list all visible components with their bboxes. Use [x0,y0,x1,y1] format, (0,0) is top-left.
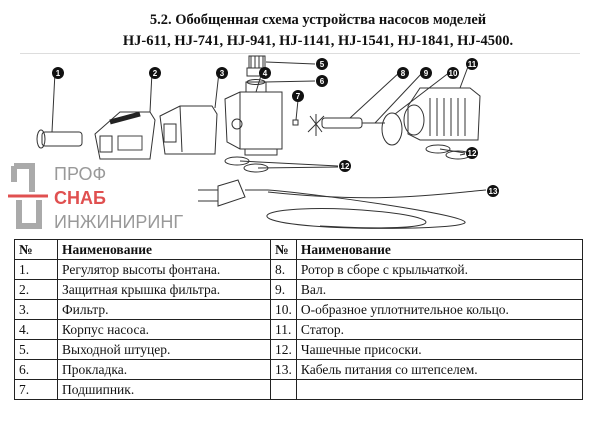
part-o-ring [381,112,403,146]
part-bearing [292,119,299,126]
cell-name: Регулятор высоты фонтана. [57,259,271,280]
cell-num: 3. [14,299,58,320]
cell-name: Корпус насоса. [57,319,271,340]
cell-num: 5. [14,339,58,360]
cell-num: 7. [14,379,58,400]
table-row: 1.Регулятор высоты фонтана.8.Ротор в сбо… [14,259,584,280]
table-row: 5.Выходной штуцер.12.Чашечные присоски. [14,339,584,360]
header-num: № [14,239,58,260]
cell-num: 1. [14,259,58,280]
cell-num: 10. [270,299,297,320]
part-power-cable [198,179,487,229]
header-name: Наименование [57,239,271,260]
document-title-line-1: 5.2. Обобщенная схема устройства насосов… [149,12,487,28]
cell-num: 9. [270,279,297,300]
header-num: № [270,239,297,260]
part-filter [159,105,218,155]
cell-name: Подшипник. [57,379,271,400]
part-outlet-nozzle [246,55,268,77]
part-stator [403,87,481,141]
cell-name: Чашечные присоски. [295,339,584,360]
cell-num: 12. [270,339,297,360]
cell-num: 8. [270,259,297,280]
cell-name: Кабель питания со штепселем. [295,359,584,380]
parts-table: № Наименование № Наименование 1.Регулято… [14,239,584,400]
part-filter-cover [94,111,156,160]
cell-num [270,379,297,400]
cell-name [295,379,584,400]
table-row: 4.Корпус насоса.11.Статор. [14,319,584,340]
cell-name: Статор. [295,319,584,340]
table-row: 2.Защитная крышка фильтра.9.Вал. [14,279,584,300]
header-name: Наименование [295,239,584,260]
pump-exploded-diagram [36,55,487,229]
part-pump-housing [224,81,283,156]
divider [20,53,580,54]
cell-num: 6. [14,359,58,380]
cell-num: 2. [14,279,58,300]
cell-name: Прокладка. [57,359,271,380]
cell-name: Фильтр. [57,299,271,320]
cell-num: 11. [270,319,297,340]
part-rotor [307,114,385,136]
table-row: 7.Подшипник. [14,379,584,400]
cell-num: 13. [270,359,297,380]
part-fountain-regulator [36,129,83,149]
cell-name: О-образное уплотнительное кольцо. [295,299,584,320]
table-header-row: № Наименование № Наименование [14,239,584,260]
cell-name: Вал. [295,279,584,300]
cell-name: Защитная крышка фильтра. [57,279,271,300]
cell-name: Выходной штуцер. [57,339,271,360]
table-row: 3.Фильтр.10.О-образное уплотнительное ко… [14,299,584,320]
document-title-line-2: HJ-611, HJ-741, HJ-941, HJ-1141, HJ-1541… [122,33,514,49]
cell-name: Ротор в сборе с крыльчаткой. [295,259,584,280]
cell-num: 4. [14,319,58,340]
table-row: 6.Прокладка.13.Кабель питания со штепсел… [14,359,584,380]
